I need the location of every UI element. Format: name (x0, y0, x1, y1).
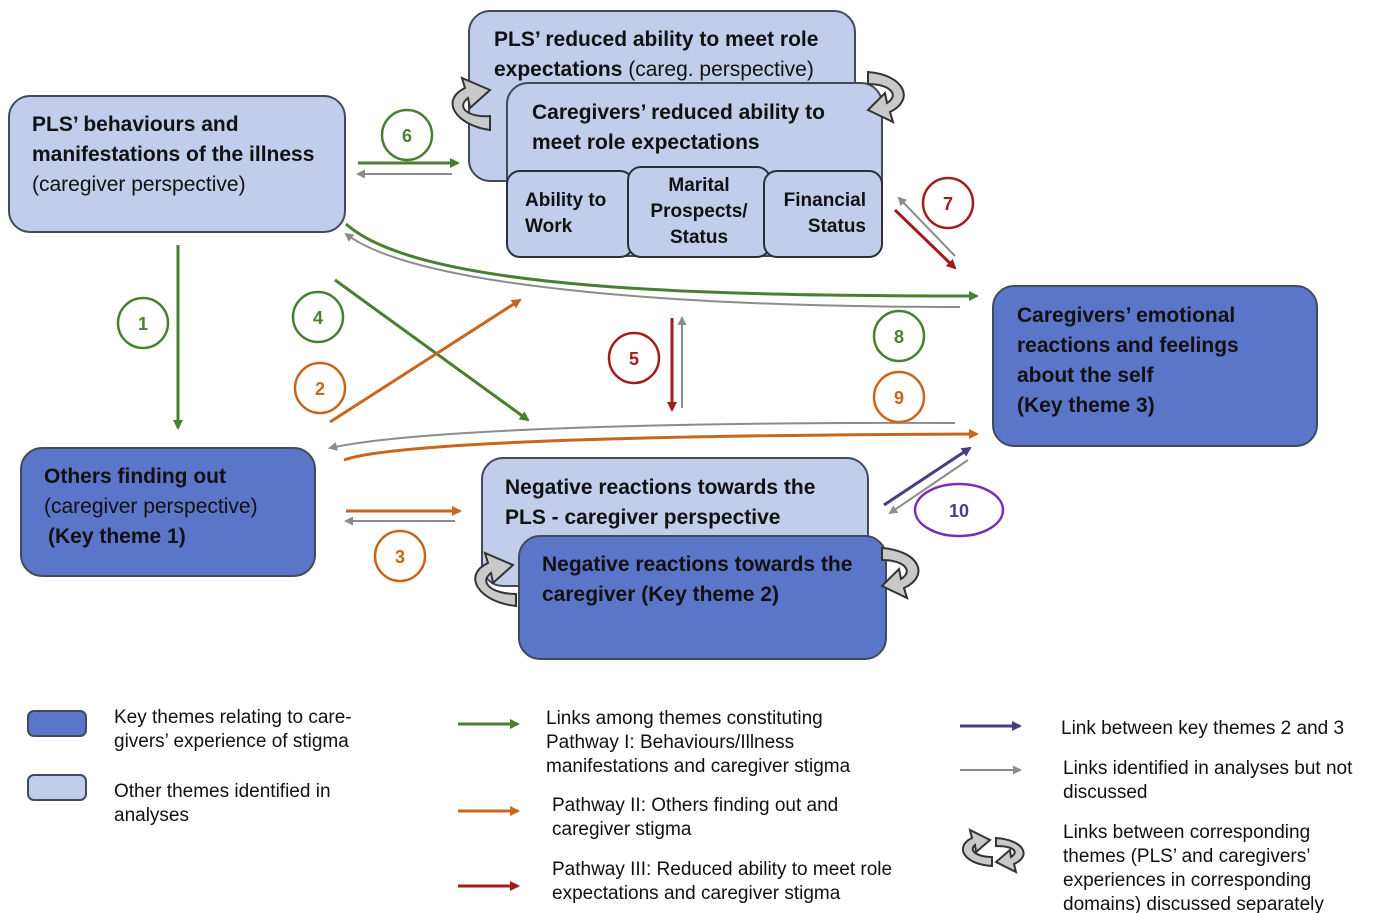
others-key: (Key theme 1) (48, 525, 186, 548)
pls-role-sub: (careg. perspective) (628, 58, 814, 81)
number-2: 2 (293, 361, 347, 415)
number-3: 3 (373, 529, 427, 583)
number-10-label: 10 (949, 501, 969, 521)
number-5: 5 (607, 331, 661, 385)
arrow-2 (329, 298, 522, 424)
legend-not-discussed: Links identified in analyses but not dis… (1063, 758, 1353, 803)
marital-label: Marital Prospects/ Status (650, 175, 748, 248)
arrow-10 (883, 446, 972, 507)
number-7: 7 (921, 176, 975, 230)
number-3-label: 3 (395, 547, 405, 567)
number-7-label: 7 (943, 194, 953, 214)
arrow-7 (893, 208, 957, 270)
emotional-title: Caregivers’ emotional reactions and feel… (1017, 304, 1239, 387)
financial-label: Financial Status (783, 190, 866, 237)
arrow-4 (334, 278, 530, 422)
number-1-label: 1 (138, 314, 148, 334)
pls-role-title-b: expectations (494, 58, 623, 81)
pls-behaviour-title: PLS’ behaviours and manifestations of th… (32, 113, 315, 166)
others-box: Others finding out (caregiver perspectiv… (20, 447, 316, 577)
emotional-key: (Key theme 3) (1017, 394, 1155, 417)
arrow-10-back (888, 459, 969, 515)
ability-to-work-label: Ability to Work (525, 190, 607, 237)
cycle-icon-neg-left (474, 551, 517, 608)
careg-role-title: Caregivers’ reduced ability to meet role… (532, 101, 825, 154)
arrow-9-back (328, 421, 956, 451)
cycle-icon-pls-role-left (451, 76, 492, 132)
number-10: 10 (913, 482, 1005, 538)
legend-pathway1: Links among themes constituting Pathway … (546, 708, 851, 777)
arrow-9 (343, 429, 979, 462)
number-8: 8 (872, 309, 926, 363)
legend-link23: Link between key themes 2 and 3 (1061, 718, 1345, 739)
legend-swatch-light (27, 774, 87, 801)
neg-careg-title: Negative reactions towards the caregiver… (542, 553, 853, 606)
legend-corresponding: Links between corresponding themes (PLS’… (1063, 822, 1324, 913)
arrow-8-back (344, 232, 961, 308)
emotional-box: Caregivers’ emotional reactions and feel… (992, 285, 1318, 447)
neg-pls-title: Negative reactions towards the PLS - car… (505, 476, 816, 529)
arrow-7-back (897, 196, 956, 257)
pls-role-title: PLS’ reduced ability to meet role (494, 28, 819, 51)
cycle-icon-pls-role-right (866, 70, 905, 124)
number-8-label: 8 (894, 327, 904, 347)
legend-key-themes: Key themes relating to care-givers’ expe… (114, 707, 352, 752)
legend-cycle-icon (961, 828, 1025, 874)
others-sub: (caregiver perspective) (44, 495, 258, 518)
pls-behaviour-box: PLS’ behaviours and manifestations of th… (8, 95, 346, 233)
arrow-8 (345, 222, 979, 301)
number-9-label: 9 (894, 388, 904, 408)
financial-box: Financial Status (763, 170, 883, 258)
others-title: Others finding out (44, 465, 226, 488)
pls-behaviour-sub: (caregiver perspective) (32, 173, 246, 196)
number-5-label: 5 (629, 349, 639, 369)
legend-pathway2: Pathway II: Others finding out and careg… (552, 795, 839, 840)
number-4-label: 4 (313, 308, 323, 328)
number-1: 1 (116, 296, 170, 350)
legend-other-themes: Other themes identified in analyses (114, 781, 331, 826)
cycle-icon-neg-right (880, 546, 920, 600)
number-6-label: 6 (402, 126, 412, 146)
number-6: 6 (380, 108, 434, 162)
number-4: 4 (291, 290, 345, 344)
neg-careg-box: Negative reactions towards the caregiver… (518, 535, 887, 660)
number-2-label: 2 (315, 379, 325, 399)
pls-role-line2: expectations (careg. perspective) (494, 55, 854, 85)
legend-pathway3: Pathway III: Reduced ability to meet rol… (552, 859, 893, 904)
ability-to-work-box: Ability to Work (506, 170, 634, 258)
marital-box: Marital Prospects/ Status (627, 166, 771, 258)
number-9: 9 (872, 370, 926, 424)
legend-swatch-dark (27, 710, 87, 737)
